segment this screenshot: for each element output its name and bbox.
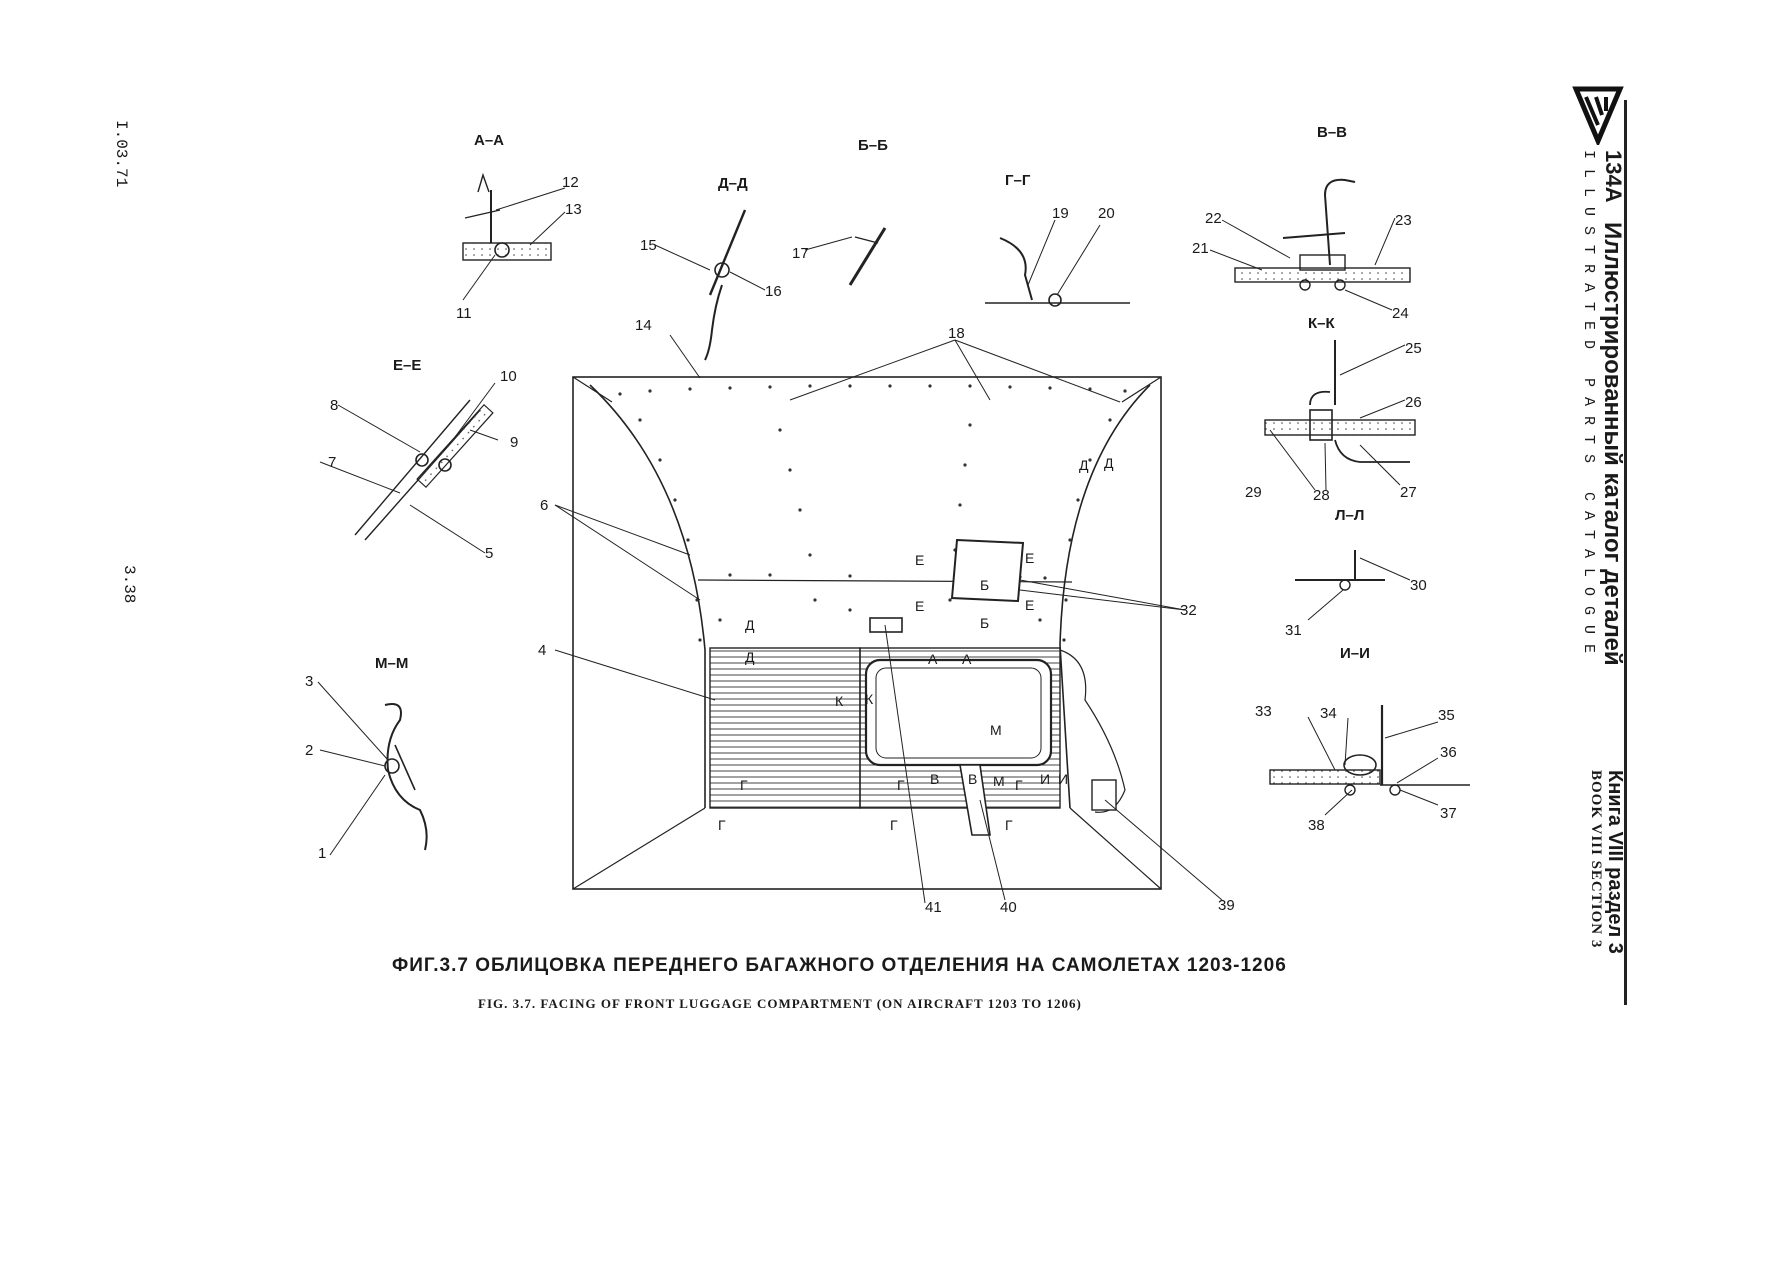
cut-mark-e: Е (915, 598, 924, 614)
cut-mark-g: Г (1005, 817, 1013, 833)
callout-5: 5 (485, 545, 493, 562)
callout-6: 6 (540, 497, 548, 514)
cut-mark-e: Е (1025, 597, 1034, 613)
detail-section-kk (1264, 340, 1416, 463)
callout-9: 9 (510, 434, 518, 451)
cut-mark-i: И (1040, 771, 1050, 787)
cut-mark-m: М (993, 773, 1005, 789)
callout-4: 4 (538, 642, 546, 659)
figure-caption-ru: ФИГ.3.7 ОБЛИЦОВКА ПЕРЕДНЕГО БАГАЖНОГО ОТ… (392, 955, 1287, 976)
detail-section-ee (354, 399, 494, 541)
figure-caption-en: FIG. 3.7. FACING OF FRONT LUGGAGE COMPAR… (478, 996, 1082, 1011)
callout-7: 7 (328, 454, 336, 471)
section-title-aa: А–А (474, 132, 504, 149)
cut-mark-g: Г (740, 777, 748, 793)
callout-numbers: 1 2 3 4 5 6 7 8 9 10 11 12 13 14 15 16 1… (305, 174, 1457, 916)
callout-27: 27 (1400, 484, 1417, 501)
callout-3: 3 (305, 673, 313, 690)
callout-17: 17 (792, 245, 809, 262)
cut-mark-i: И (1058, 771, 1068, 787)
callout-20: 20 (1098, 205, 1115, 222)
callout-21: 21 (1192, 240, 1209, 257)
callout-10: 10 (500, 368, 517, 385)
cut-mark-a: А (962, 651, 972, 667)
callout-2: 2 (305, 742, 313, 759)
callout-19: 19 (1052, 205, 1069, 222)
section-title-kk: К–К (1308, 315, 1335, 332)
cut-mark-e: Е (915, 552, 924, 568)
callout-18: 18 (948, 325, 965, 342)
cut-mark-k: К (865, 691, 874, 707)
cut-mark-d: Д (1079, 457, 1089, 473)
callout-26: 26 (1405, 394, 1422, 411)
cut-mark-e: Е (1025, 550, 1034, 566)
cut-mark-d: Д (745, 649, 755, 665)
callout-13: 13 (565, 201, 582, 218)
cut-mark-a: А (928, 651, 938, 667)
detail-section-aa (462, 172, 552, 261)
callout-16: 16 (765, 283, 782, 300)
callout-38: 38 (1308, 817, 1325, 834)
detail-section-vv (1234, 178, 1411, 291)
callout-24: 24 (1392, 305, 1409, 322)
callout-35: 35 (1438, 707, 1455, 724)
callout-41: 41 (925, 899, 942, 916)
callout-12: 12 (562, 174, 579, 191)
callout-32: 32 (1180, 602, 1197, 619)
cut-mark-b: Б (980, 615, 989, 631)
callout-37: 37 (1440, 805, 1457, 822)
cut-mark-k: К (835, 693, 844, 709)
section-title-ee: Е–Е (393, 357, 421, 374)
callout-36: 36 (1440, 744, 1457, 761)
callout-30: 30 (1410, 577, 1427, 594)
cut-mark-g: Г (897, 777, 905, 793)
cut-mark-m: М (990, 722, 1002, 738)
section-title-mm: М–М (375, 655, 408, 672)
callout-33: 33 (1255, 703, 1272, 720)
detail-section-bb (848, 227, 887, 286)
cut-mark-b: Б (980, 577, 989, 593)
header-rule (1624, 100, 1627, 1005)
callout-34: 34 (1320, 705, 1337, 722)
cut-mark-g: Г (1015, 777, 1023, 793)
callout-25: 25 (1405, 340, 1422, 357)
callout-15: 15 (640, 237, 657, 254)
section-title-ll: Л–Л (1335, 507, 1364, 524)
section-title-ii: И–И (1340, 645, 1370, 662)
cut-mark-v: В (930, 771, 939, 787)
callout-29: 29 (1245, 484, 1262, 501)
section-title-dd: Д–Д (718, 175, 748, 192)
section-title-bb: Б–Б (858, 137, 888, 154)
detail-section-ii (1269, 705, 1470, 796)
detail-section-dd (704, 209, 747, 361)
callout-14: 14 (635, 317, 652, 334)
cut-mark-g: Г (890, 817, 898, 833)
callout-8: 8 (330, 397, 338, 414)
callout-1: 1 (318, 845, 326, 862)
cut-mark-g: Г (718, 817, 726, 833)
callout-11: 11 (456, 305, 472, 322)
detail-section-gg (985, 237, 1130, 307)
cut-mark-d: Д (745, 617, 755, 633)
callout-28: 28 (1313, 487, 1330, 504)
callout-22: 22 (1205, 210, 1222, 227)
detail-section-mm (384, 703, 428, 851)
callout-39: 39 (1218, 897, 1235, 914)
section-title-gg: Г–Г (1005, 172, 1031, 189)
section-title-vv: В–В (1317, 124, 1347, 141)
callout-40: 40 (1000, 899, 1017, 916)
cut-mark-d: Д (1104, 455, 1114, 471)
cut-mark-v: В (968, 771, 977, 787)
compartment-main-view (572, 376, 1162, 890)
publisher-logo-icon (1572, 86, 1624, 145)
leader-lines (317, 187, 1439, 904)
callout-23: 23 (1395, 212, 1412, 229)
detail-section-ll (1295, 550, 1385, 591)
callout-31: 31 (1285, 622, 1302, 639)
